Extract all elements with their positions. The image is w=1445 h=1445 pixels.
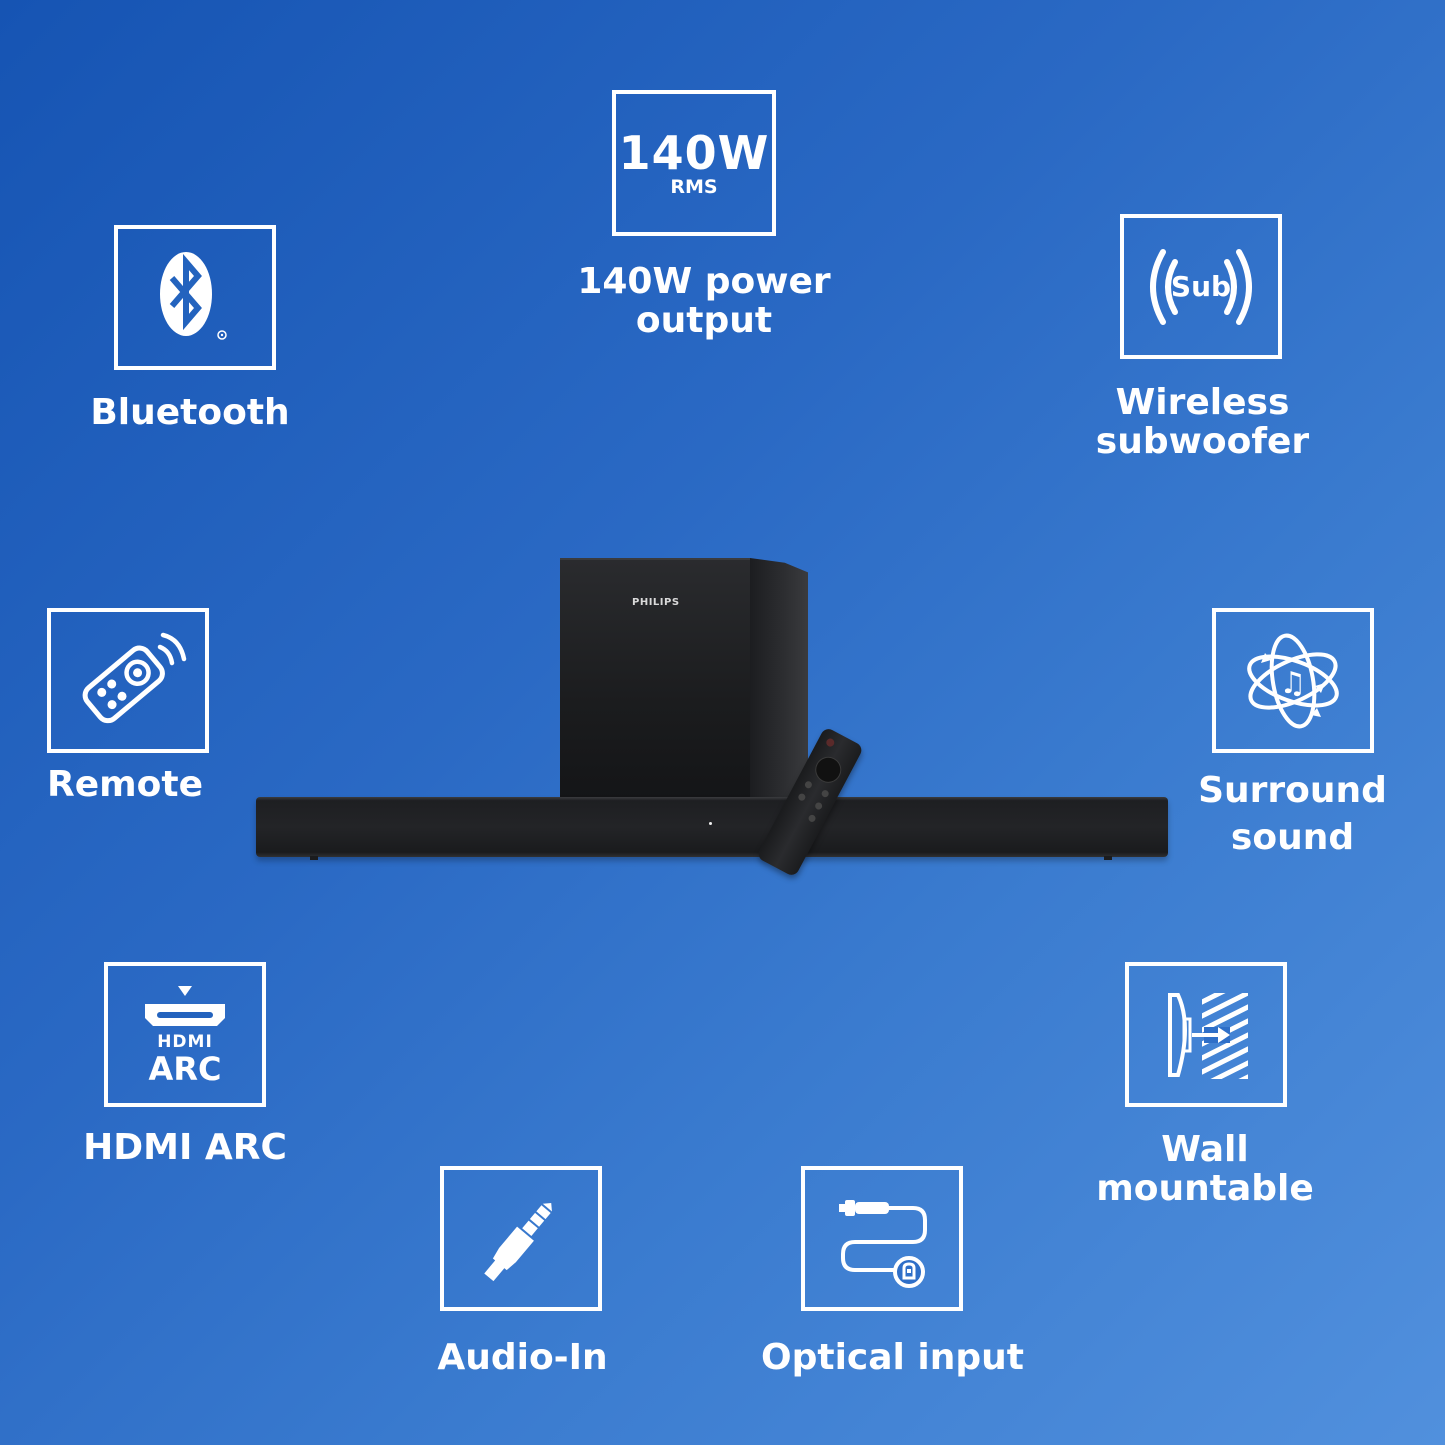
surround-sound-label: Surround sound [1198, 770, 1387, 858]
soundbar-foot-left [310, 856, 318, 860]
audio-jack-icon [440, 1166, 602, 1311]
sub-icon-text: Sub [1171, 270, 1231, 303]
remote-button [797, 792, 807, 802]
power-output-label: 140W power output [577, 261, 831, 341]
audio-in-label: Audio-In [437, 1337, 608, 1378]
wireless-subwoofer-label: Wireless subwoofer [1095, 382, 1310, 462]
wireless-sub-icon: Sub [1120, 214, 1282, 359]
remote-button [807, 813, 817, 824]
optical-cable-icon [801, 1166, 963, 1311]
arc-icon-text: ARC [149, 1050, 222, 1088]
remote-button [803, 780, 814, 790]
remote-dpad [810, 752, 846, 788]
bluetooth-label: Bluetooth [90, 392, 290, 433]
soundbar-led [709, 822, 712, 825]
remote-icon [47, 608, 209, 753]
hdmi-arc-label: HDMI ARC [83, 1127, 287, 1168]
wall-mountable-label: Wall mountable [1096, 1129, 1314, 1209]
hdmi-icon-text: HDMI [157, 1032, 213, 1052]
power-icon-unit: RMS [670, 175, 718, 198]
soundbar-foot-right [1104, 856, 1112, 860]
remote-control [755, 726, 865, 878]
hdmi-arc-icon: HDMI ARC [104, 962, 266, 1107]
soundbar [256, 797, 1168, 857]
remote-button [813, 801, 824, 811]
remote-label: Remote [46, 764, 203, 805]
surround-sound-icon: ♫ [1212, 608, 1374, 753]
subwoofer [560, 558, 750, 800]
bluetooth-icon [114, 225, 276, 370]
wall-mount-icon [1125, 962, 1287, 1107]
subwoofer-brand-logo: PHILIPS [632, 597, 680, 608]
remote-button [820, 788, 830, 799]
svg-text:♫: ♫ [1280, 666, 1307, 701]
subwoofer-side [750, 558, 808, 798]
remote-power-button [824, 737, 836, 748]
optical-input-label: Optical input [760, 1337, 1024, 1378]
power-rating-icon: 140W RMS [612, 90, 776, 236]
power-icon-value: 140W [618, 125, 770, 180]
